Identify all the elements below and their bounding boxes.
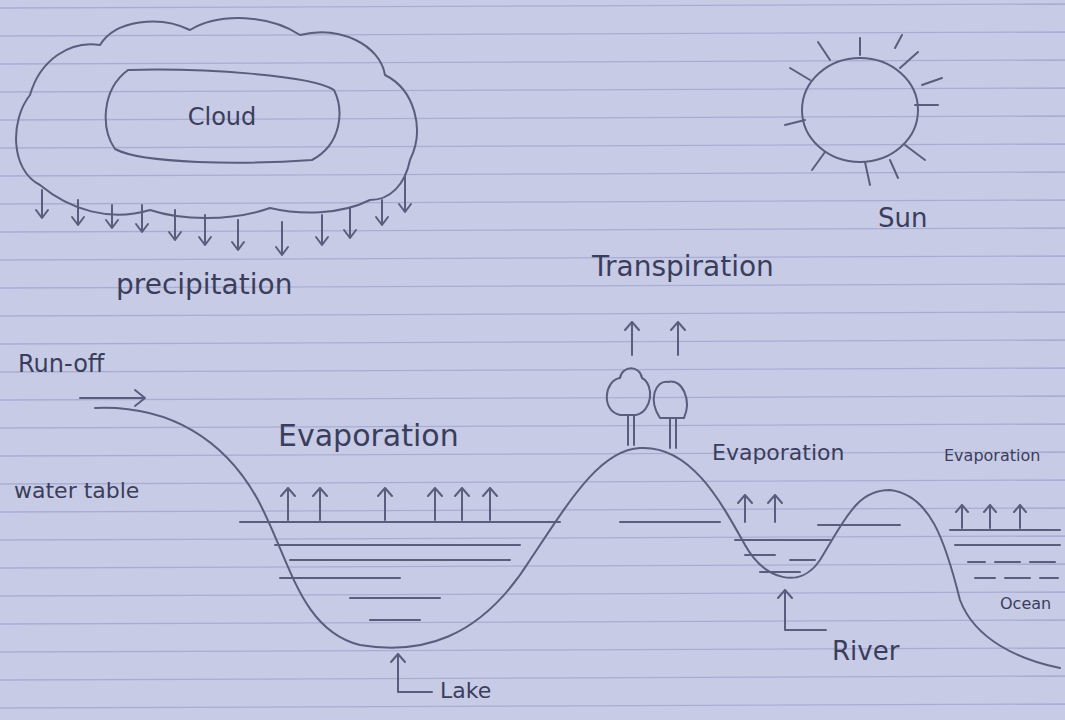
leader-line: [778, 590, 826, 630]
tree-symbol: [607, 368, 687, 448]
water-table-label: water table: [14, 478, 139, 504]
leader-line: [391, 654, 432, 692]
process-label: Evaporation: [278, 418, 459, 454]
river-water: [735, 540, 830, 572]
lake-label: Lake: [440, 678, 491, 704]
runoff-arrow: [80, 390, 145, 406]
ocean-water: [955, 545, 1060, 578]
process-label: Evaporation: [712, 440, 845, 466]
process-label: Transpiration: [592, 250, 774, 284]
terrain-line: [95, 408, 1060, 668]
cloud-outline: [16, 18, 417, 218]
ocean-label: Ocean: [1000, 594, 1051, 613]
water-table-line: [240, 522, 1060, 530]
paper-lines: [0, 4, 1065, 708]
cloud-label: Cloud: [188, 103, 257, 132]
evaporation-arrows: [281, 488, 1026, 528]
river-label: River: [832, 636, 899, 667]
lake-water: [275, 545, 520, 620]
sun-label: Sun: [878, 203, 927, 234]
cloud-shape: Cloud: [100, 67, 345, 167]
process-label: Run-off: [18, 350, 104, 379]
transpiration-arrows: [625, 322, 685, 355]
process-label: Evaporation: [944, 446, 1040, 465]
rain-arrows: [36, 175, 411, 255]
sun-symbol: [785, 35, 942, 185]
process-label: precipitation: [116, 268, 292, 302]
